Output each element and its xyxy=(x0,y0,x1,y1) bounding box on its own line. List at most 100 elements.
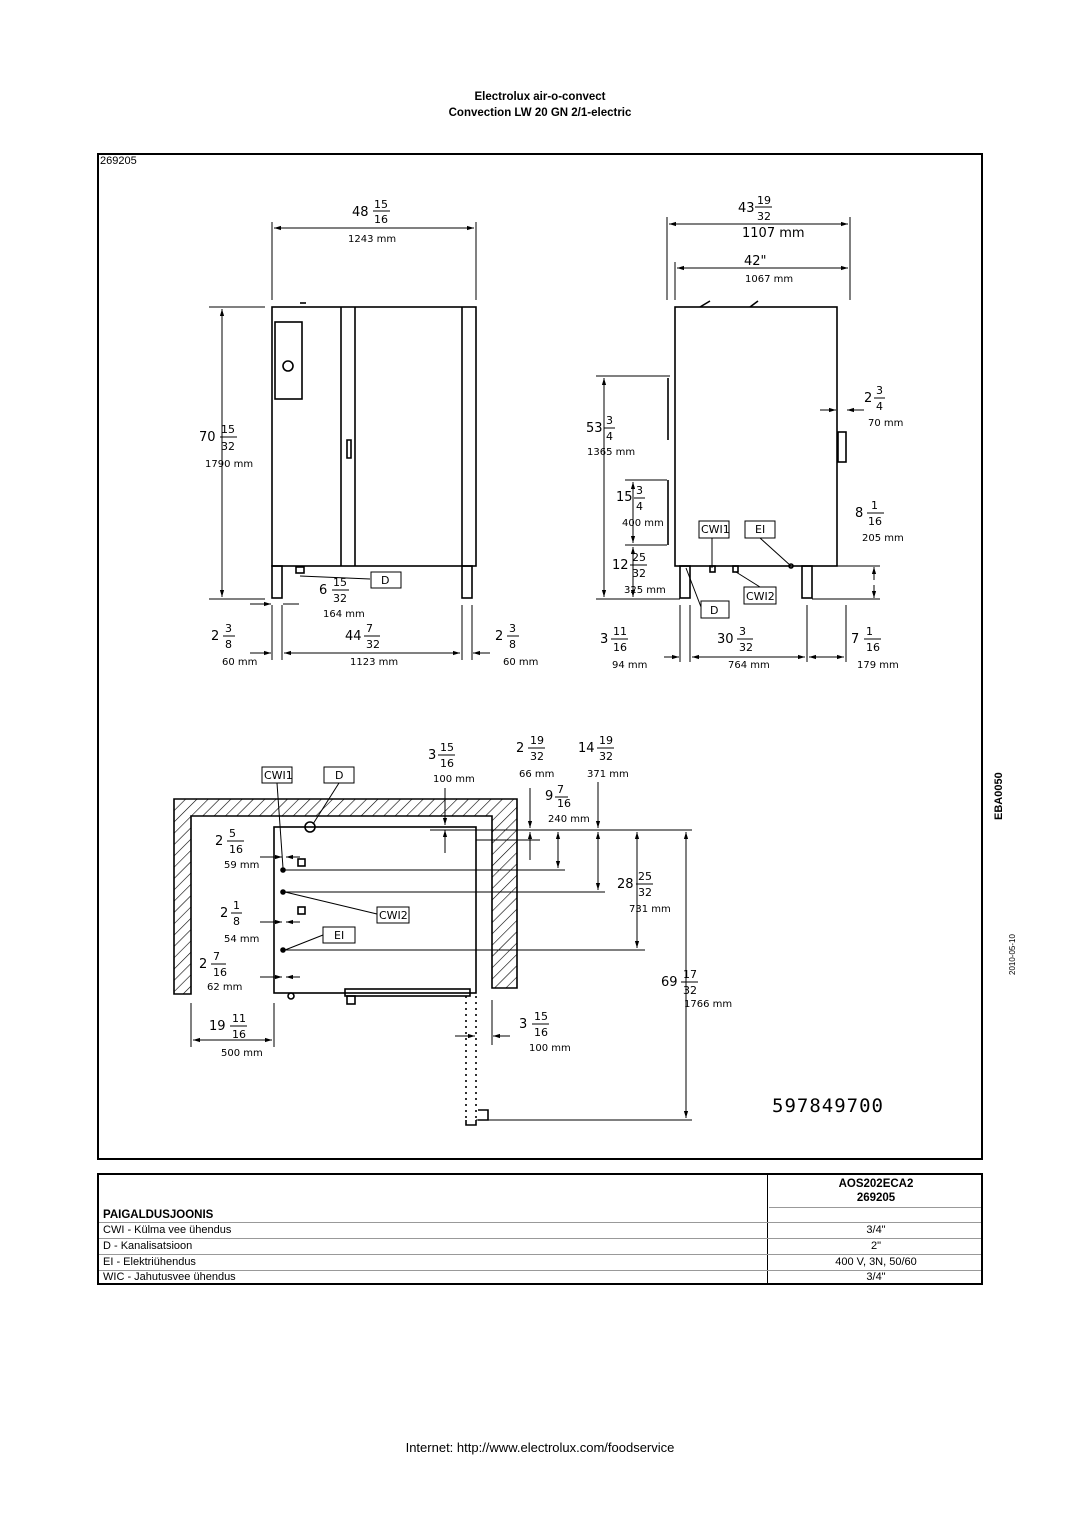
top-d9-num: 17 xyxy=(683,968,697,981)
table-code: 269205 xyxy=(856,1192,896,1204)
top-d7-num: 7 xyxy=(213,950,220,963)
top-d8-den: 32 xyxy=(638,886,652,899)
row-label: D - Kanalisatsioon xyxy=(103,1240,193,1252)
side-width-den: 32 xyxy=(757,210,771,223)
front-span-mm: 1123 mm xyxy=(350,657,398,668)
front-width-num: 15 xyxy=(374,198,388,211)
front-right-leg-whole: 2 xyxy=(495,629,503,644)
table-title: PAIGALDUSJOONIS xyxy=(103,1209,214,1221)
top-d6-mm: 54 mm xyxy=(224,934,259,945)
table-row: WIC - Jahutusvee ühendus 3/4" xyxy=(99,1270,981,1285)
side-cabinet xyxy=(674,306,838,567)
side-span-whole: 30 xyxy=(717,632,734,647)
header-model: Convection LW 20 GN 2/1-electric xyxy=(448,107,632,119)
top-d9-whole: 69 xyxy=(661,975,678,990)
top-d1-whole: 3 xyxy=(428,748,436,763)
top-label-cwi1: CWI1 xyxy=(264,769,293,782)
side-width-whole: 43 xyxy=(738,201,755,216)
row-value: 3/4" xyxy=(866,1224,886,1236)
row-label: WIC - Jahutusvee ühendus xyxy=(103,1271,236,1283)
front-cabinet xyxy=(271,306,477,567)
side-span-num: 3 xyxy=(739,625,746,638)
side-left-leg-num: 11 xyxy=(613,625,627,638)
side-conn-den: 4 xyxy=(606,430,613,443)
front-span-den: 32 xyxy=(366,638,380,651)
side-dims: 43 19 32 1107 mm 42" 1067 mm 53 3 4 1365… xyxy=(586,194,904,671)
front-drain-den: 32 xyxy=(333,592,347,605)
row-label: EI - Elektriühendus xyxy=(103,1256,196,1268)
top-view xyxy=(273,821,489,1126)
table-rule xyxy=(99,1254,981,1255)
top-d7-den: 16 xyxy=(213,966,227,979)
top-label-ei: EI xyxy=(334,929,344,942)
top-d4-den: 16 xyxy=(557,797,571,810)
top-d8-num: 25 xyxy=(638,870,652,883)
front-height-num: 15 xyxy=(221,423,235,436)
top-d8-mm: 731 mm xyxy=(629,904,671,915)
side-right-whole: 8 xyxy=(855,506,863,521)
table-divider xyxy=(767,1175,768,1283)
top-d1-mm: 100 mm xyxy=(433,774,475,785)
top-d2-mm: 66 mm xyxy=(519,769,554,780)
top-d4-whole: 9 xyxy=(545,789,553,804)
side-label-d: D xyxy=(710,604,718,617)
top-d5-mm: 59 mm xyxy=(224,860,259,871)
table-row: CWI - Külma vee ühendus 3/4" xyxy=(99,1223,981,1238)
top-d9-den: 32 xyxy=(683,984,697,997)
front-width-mm: 1243 mm xyxy=(348,234,396,245)
top-d2-den: 32 xyxy=(530,750,544,763)
table-rule xyxy=(99,1238,981,1239)
side-sp1-num: 3 xyxy=(636,484,643,497)
table-rule xyxy=(99,1222,981,1223)
side-handle-mm: 70 mm xyxy=(868,418,903,429)
top-d9-mm: 1766 mm xyxy=(684,999,732,1010)
side-right-mm: 205 mm xyxy=(862,533,904,544)
side-sp1-whole: 15 xyxy=(616,490,633,505)
side-sp2-den: 32 xyxy=(632,567,646,580)
side-right-leg xyxy=(801,565,813,599)
table-row: D - Kanalisatsioon 2" xyxy=(99,1239,981,1254)
top-d11-den: 16 xyxy=(534,1026,548,1039)
top-cabinet xyxy=(273,826,477,994)
front-drain-whole: 6 xyxy=(319,583,327,598)
front-left-leg-den: 8 xyxy=(225,638,232,651)
front-left-leg-whole: 2 xyxy=(211,629,219,644)
table-rule xyxy=(99,1270,981,1271)
front-width-den: 16 xyxy=(374,213,388,226)
side-sp2-num: 25 xyxy=(632,551,646,564)
top-d7-whole: 2 xyxy=(199,957,207,972)
row-value: 3/4" xyxy=(866,1271,886,1283)
side-right-den: 16 xyxy=(868,515,882,528)
top-d10-mm: 500 mm xyxy=(221,1048,263,1059)
side-label-cwi2: CWI2 xyxy=(746,590,775,603)
side-right-leg-num: 1 xyxy=(866,625,873,638)
front-view xyxy=(271,302,477,599)
front-right-leg-mm: 60 mm xyxy=(503,657,538,668)
header-brand: Electrolux air-o-convect xyxy=(474,91,606,103)
top-d7-mm: 62 mm xyxy=(207,982,242,993)
front-height-mm: 1790 mm xyxy=(205,459,253,470)
side-label-ei: EI xyxy=(755,523,765,536)
front-left-leg-mm: 60 mm xyxy=(222,657,257,668)
top-d6-num: 1 xyxy=(233,899,240,912)
top-d11-num: 15 xyxy=(534,1010,548,1023)
top-dims: CWI1 D CWI2 EI 3 15 16 100 mm 2 19 32 66… xyxy=(199,734,732,1059)
table-rule xyxy=(769,1207,981,1208)
side-right-leg-whole: 7 xyxy=(851,632,859,647)
side-sp2-mm: 325 mm xyxy=(624,585,666,596)
front-right-leg-num: 3 xyxy=(509,622,516,635)
top-d3-mm: 371 mm xyxy=(587,769,629,780)
top-d5-den: 16 xyxy=(229,843,243,856)
side-sp1-den: 4 xyxy=(636,500,643,513)
row-value: 2" xyxy=(870,1240,882,1252)
top-d3-num: 19 xyxy=(599,734,613,747)
side-right-num: 1 xyxy=(871,499,878,512)
top-label-d: D xyxy=(335,769,343,782)
top-d11-whole: 3 xyxy=(519,1017,527,1032)
front-span-num: 7 xyxy=(366,622,373,635)
side-left-leg-mm: 94 mm xyxy=(612,660,647,671)
top-d10-num: 11 xyxy=(232,1012,246,1025)
top-d8-whole: 28 xyxy=(617,877,634,892)
top-d3-den: 32 xyxy=(599,750,613,763)
front-drain-mm: 164 mm xyxy=(323,609,365,620)
